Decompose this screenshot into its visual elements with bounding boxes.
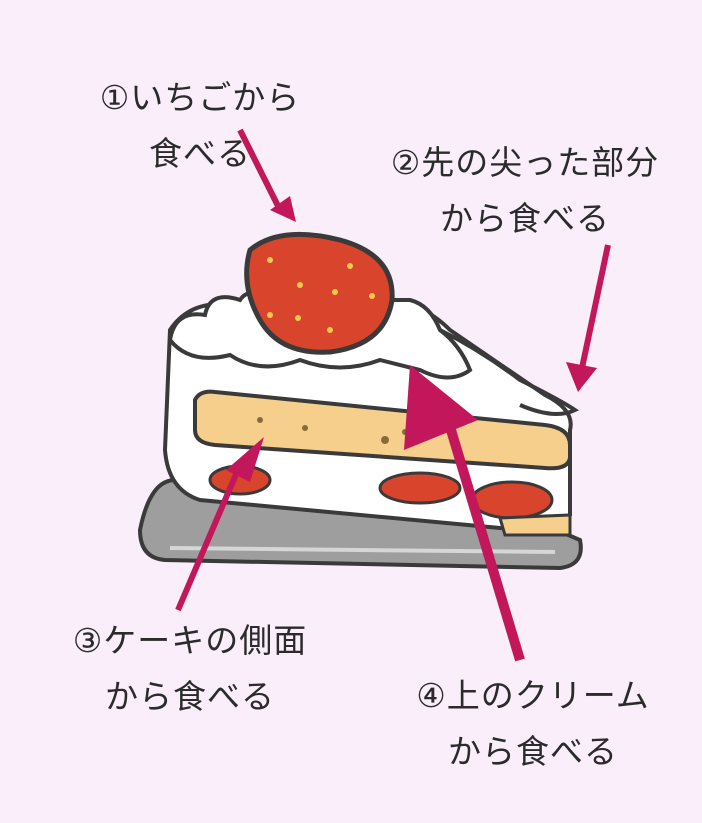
arrow-4 (404, 365, 525, 662)
label-eat-top-cream-first: ④上のクリーム から食べる (368, 668, 698, 780)
label-4-line-2: から食べる (448, 732, 618, 771)
arrow-1 (237, 128, 296, 222)
label-1-line-1: ①いちごから (99, 78, 301, 117)
label-3-line-1: ③ケーキの側面 (72, 621, 308, 660)
label-1-line-2: 食べる (149, 134, 251, 173)
label-eat-pointed-tip-first: ②先の尖った部分 から食べる (355, 135, 695, 247)
top-strawberry (244, 231, 395, 355)
label-4-line-1: ④上のクリーム (416, 676, 650, 715)
arrow-3 (175, 437, 264, 612)
arrow-2 (566, 244, 611, 392)
label-2-line-2: から食べる (440, 199, 610, 238)
label-eat-side-first: ③ケーキの側面 から食べる (40, 613, 340, 725)
label-2-line-1: ②先の尖った部分 (390, 143, 660, 182)
label-3-line-2: から食べる (105, 677, 275, 716)
label-eat-strawberry-first: ①いちごから 食べる (50, 70, 350, 182)
